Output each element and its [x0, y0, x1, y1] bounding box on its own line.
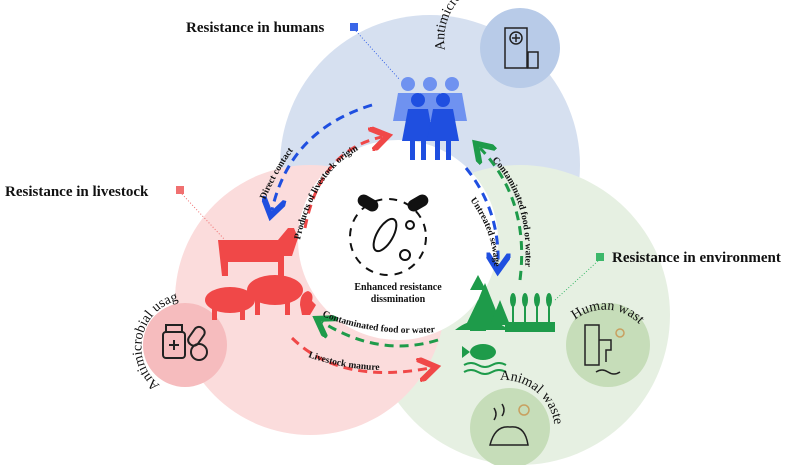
center-label-line1: Enhanced resistance [354, 282, 442, 293]
human-waste-circle [566, 303, 650, 387]
arrow-food-to-livestock [322, 322, 439, 348]
title-livestock: Resistance in livestock [5, 184, 149, 200]
arrow-manure [290, 336, 430, 373]
title-humans: Resistance in humans [186, 20, 325, 36]
center-label-line2: dissmination [371, 294, 426, 305]
humans-leader [355, 30, 401, 81]
arrow-products [303, 137, 382, 229]
human-waste-icon [584, 324, 625, 375]
arrow-sewage [464, 167, 498, 265]
bacteria-pills-icon [349, 194, 429, 276]
livestock-marker [176, 186, 184, 194]
center-zone [298, 140, 498, 340]
livestock-icon [205, 228, 316, 320]
forest-crops-water-icon [455, 275, 555, 375]
arrow-direct-contact [272, 103, 373, 210]
title-environment: Resistance in environment [612, 250, 781, 266]
environment-marker [596, 253, 604, 261]
humans-marker [350, 23, 358, 31]
medicine-icon [162, 324, 208, 361]
environment-leader [554, 260, 599, 301]
people-icon [393, 77, 467, 160]
human-usage-circle [480, 8, 560, 88]
arrow-food-to-humans [480, 148, 524, 281]
animal-waste-icon [489, 403, 530, 446]
hospital-icon [504, 27, 539, 69]
